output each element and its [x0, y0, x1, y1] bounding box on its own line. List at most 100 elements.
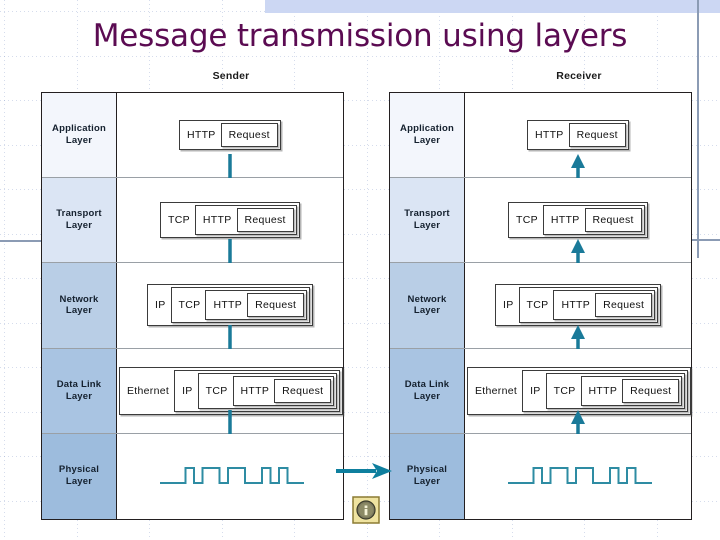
pdu-segment: HTTP Request	[179, 120, 281, 151]
transmission-arrow-icon	[336, 462, 392, 480]
pdu-field-label: Request	[603, 299, 645, 312]
right-horizontal-rule	[690, 239, 720, 241]
physical-signal-waveform	[156, 463, 306, 489]
pdu-payload: Request	[622, 378, 680, 403]
grid-line-horizontal	[0, 56, 720, 57]
layer-label-line1: Physical	[406, 464, 448, 476]
pdu-datalink: Ethernet IP TCP HTTP Request	[467, 366, 692, 415]
layer-label-line2: Layer	[413, 390, 441, 402]
pdu-payload: Request	[220, 123, 278, 148]
pdu-application: HTTP Request	[527, 120, 629, 151]
info-icon[interactable]	[352, 496, 380, 524]
pdu-field-label: IP	[503, 299, 514, 312]
layer-label-line1: Data Link	[56, 378, 102, 390]
grid-line-horizontal	[0, 456, 720, 457]
pdu-field-label: HTTP	[588, 384, 618, 397]
pdu-field-label: HTTP	[535, 129, 564, 142]
pdu-payload: Request	[247, 293, 305, 318]
pdu-field-label: Request	[630, 384, 672, 397]
pdu-segment: Ethernet IP TCP HTTP Request	[467, 366, 692, 415]
grid-line-horizontal	[0, 100, 720, 101]
pdu-field-label: Request	[244, 214, 286, 227]
layer-label-line1: Network	[407, 293, 447, 305]
pdu-field-label: HTTP	[187, 129, 216, 142]
layer-label-line1: Transport	[56, 208, 102, 220]
pdu-payload: Request	[568, 123, 626, 148]
pdu-payload: Request	[595, 293, 653, 318]
pdu-field-label: IP	[155, 299, 166, 312]
layer-label-line1: Application	[52, 123, 106, 135]
grid-line-horizontal	[0, 189, 720, 190]
grid-line-horizontal	[0, 323, 720, 324]
layer-content-application: HTTP Request	[117, 93, 343, 201]
pdu-segment: HTTP Request	[580, 375, 683, 406]
layer-content-datalink: Ethernet IP TCP HTTP Request	[465, 348, 692, 456]
grid-line-horizontal	[0, 412, 720, 413]
grid-line-vertical	[367, 0, 368, 540]
pdu-field-label: Request	[282, 384, 324, 397]
pdu-field-label: Request	[228, 129, 270, 142]
pdu-segment: HTTP Request	[527, 120, 629, 151]
layer-content-application: HTTP Request	[465, 93, 691, 201]
right-vertical-rule	[697, 0, 699, 258]
pdu-application: HTTP Request	[179, 120, 281, 151]
layer-label-line2: Layer	[413, 220, 441, 232]
grid-line-horizontal	[0, 234, 720, 235]
layer-label-line2: Layer	[413, 476, 441, 488]
pdu-field-label: TCP	[178, 299, 201, 312]
pdu-field-label: IP	[530, 384, 541, 397]
pdu-payload: Request	[274, 378, 332, 403]
pdu-field-label: Request	[592, 214, 634, 227]
pdu-field-label: TCP	[516, 214, 538, 227]
layer-content-physical	[465, 433, 691, 519]
layer-label-line2: Layer	[65, 220, 93, 232]
pdu-field-label: HTTP	[202, 214, 232, 227]
pdu-field-label: Ethernet	[475, 384, 518, 397]
layer-label-line1: Application	[400, 123, 454, 135]
layer-content-physical	[117, 433, 343, 519]
pdu-field-label: IP	[182, 384, 193, 397]
pdu-field-label: TCP	[205, 384, 228, 397]
layer-label-line1: Transport	[404, 208, 450, 220]
left-horizontal-rule	[0, 240, 42, 242]
grid-line-horizontal	[0, 367, 720, 368]
pdu-field-label: TCP	[526, 299, 549, 312]
layer-label-line2: Layer	[65, 476, 93, 488]
pdu-field-label: TCP	[553, 384, 576, 397]
pdu-field-label: Ethernet	[127, 384, 170, 397]
pdu-field-label: Request	[576, 129, 618, 142]
pdu-segment: TCP HTTP Request	[545, 372, 686, 409]
layer-label-line2: Layer	[65, 135, 93, 147]
layer-label-line2: Layer	[65, 390, 93, 402]
top-accent-band	[265, 0, 720, 13]
